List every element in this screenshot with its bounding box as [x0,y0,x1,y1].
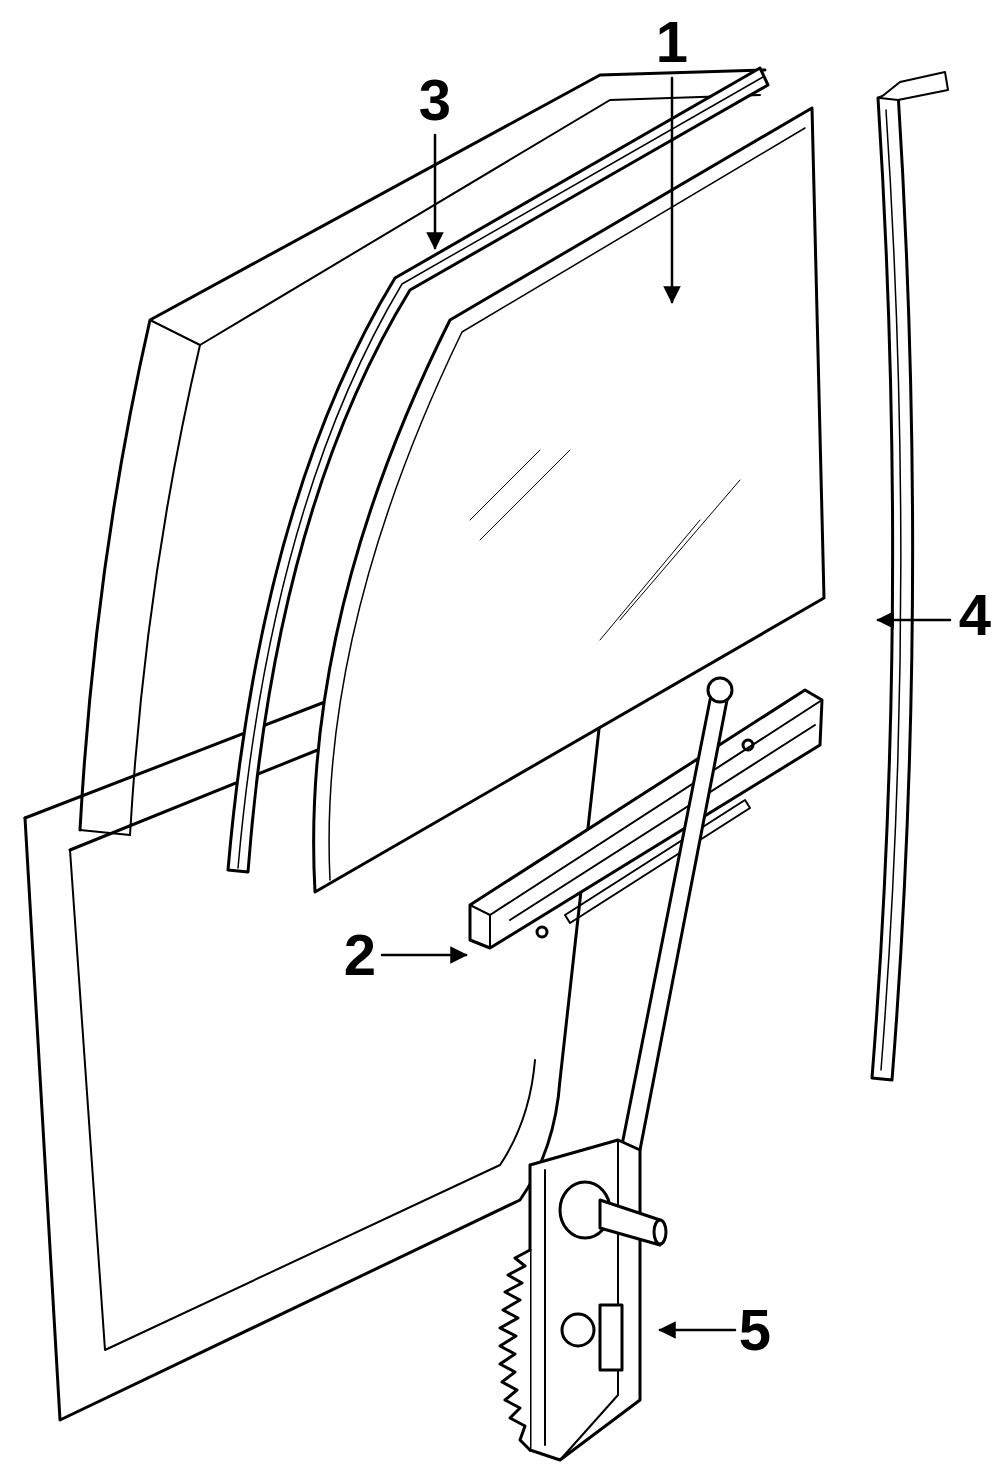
leader-line [671,78,674,302]
glass-shading [470,450,740,640]
window-frame-edge [80,320,200,835]
division-strip-tab [880,72,948,100]
glass-channel-lines [470,700,822,948]
leader-line [660,1329,735,1332]
callout-number: 5 [739,1301,771,1359]
pinion-shaft-end [654,1220,666,1244]
division-strip-line [881,110,901,1070]
callout-number: 4 [959,586,991,644]
regulator-roller [708,678,732,702]
regulator-bracket [600,1305,622,1370]
leader-line [434,135,437,248]
sector-gear [500,1250,530,1450]
glass-channel-slot [565,800,750,923]
callout-number: 3 [419,71,451,129]
door-belt-line [25,700,330,850]
regulator-spring [562,1314,594,1346]
glass-channel [470,690,822,948]
channel-hole [743,740,753,750]
callout-number: 2 [344,926,376,984]
regulator-plate [530,1140,640,1460]
channel-hole [537,927,547,937]
callout-number: 1 [656,13,688,71]
door-inner-panel [70,850,535,1350]
pinion-shaft [600,1200,660,1245]
regulator-arm [622,690,728,1150]
leader-line [878,619,950,622]
division-strip [872,92,913,1080]
leader-line [382,954,466,957]
regulator-plate-edge [545,1140,618,1460]
